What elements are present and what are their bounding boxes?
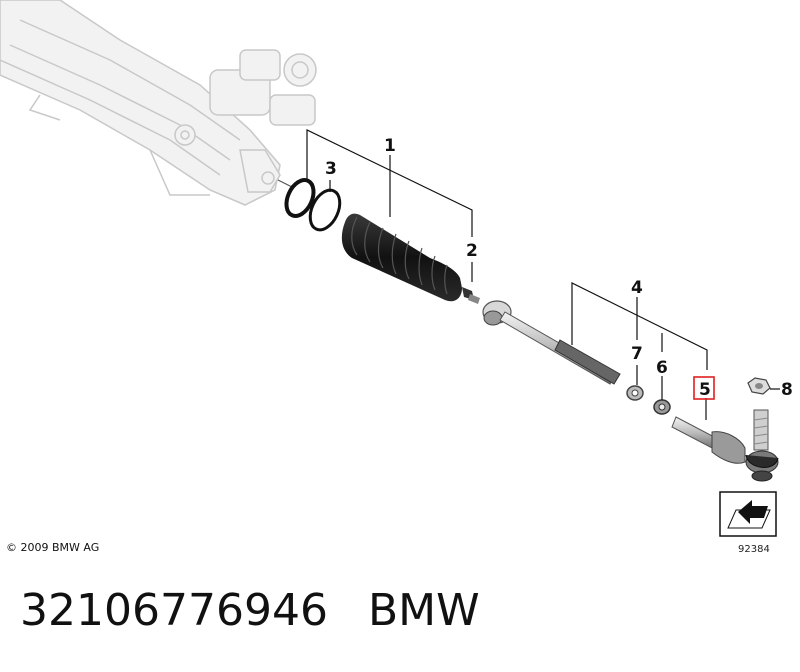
callout-1: 1 [384,136,396,156]
part-number: 32106776946 [20,585,328,636]
callout-6: 6 [656,358,668,378]
boot-clamp [462,287,480,304]
rack-shaft-line [277,179,293,188]
callout-8: 8 [781,380,793,400]
inner-tie-rod [482,300,621,385]
callout-7: 7 [631,344,643,364]
steering-rack-housing [0,0,317,206]
callout-4: 4 [631,278,643,298]
leader-lines [306,129,780,420]
rubber-boot [341,213,462,302]
part-info: 32106776946 BMW [20,585,520,636]
copyright-notice: © 2009 BMW AG [6,541,100,554]
view-direction-symbol [719,491,777,537]
callout-3: 3 [325,159,337,179]
seal-rings [284,178,342,232]
figure-number: 92384 [738,544,770,555]
washers [626,385,671,415]
self-locking-nut [747,377,771,395]
brand-name: BMW [367,585,480,636]
tie-rod-end [671,409,779,482]
callout-2: 2 [466,241,478,261]
callout-5-highlight-box [693,376,715,400]
callout-5: 5 [699,380,711,400]
